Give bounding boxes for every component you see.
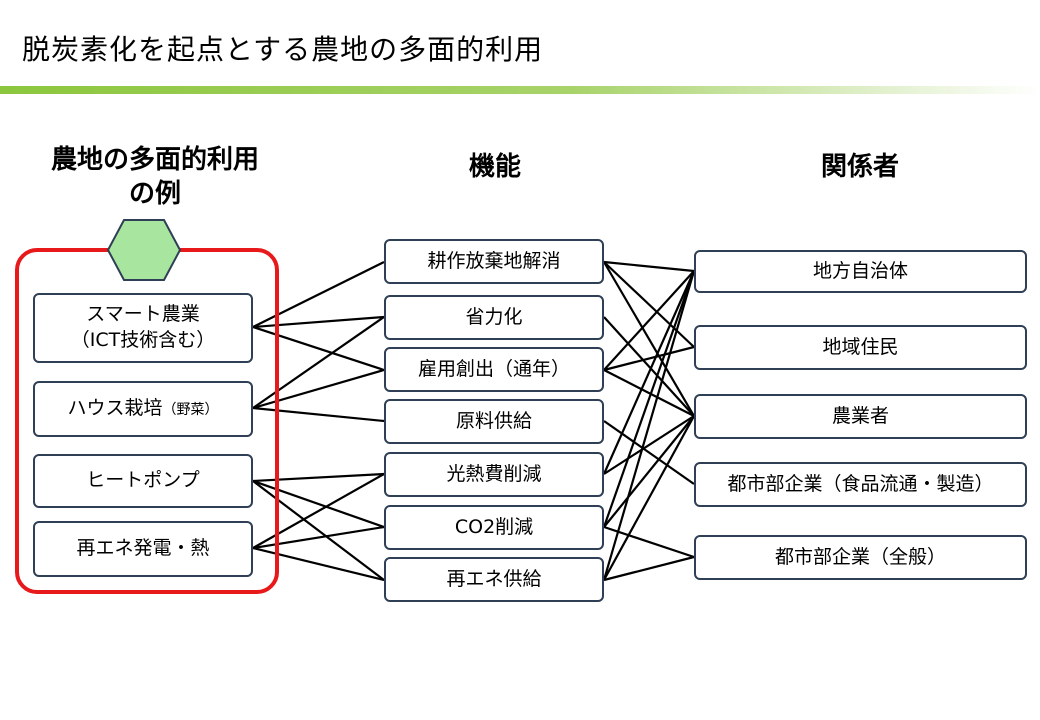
connector-example-function (252, 315, 385, 329)
connector-example-function (252, 261, 385, 328)
function-renewable-supply: 再エネ供給 (384, 557, 604, 602)
example-greenhouse-text: ハウス栽培（野菜） (67, 396, 218, 422)
example-label-sub: （野菜） (162, 402, 219, 419)
connector-example-function (252, 316, 385, 409)
example-greenhouse: ハウス栽培（野菜） (33, 381, 253, 437)
connector-function-stakeholder (603, 261, 695, 417)
function-abandoned-farmland: 耕作放棄地解消 (384, 239, 604, 284)
stakeholders-header: 関係者 (820, 152, 899, 182)
connector-function-stakeholder (602, 270, 696, 581)
connector-function-stakeholder (603, 270, 695, 371)
connector-example-function (252, 480, 385, 581)
connector-example-function (252, 473, 385, 549)
connector-example-function (252, 525, 385, 550)
example-label: スマート農業 (86, 303, 200, 326)
hexagon-marker (106, 219, 182, 281)
connector-function-stakeholder (602, 270, 696, 528)
connector-function-stakeholder (603, 420, 695, 485)
example-label: 再エネ発電・熱 (76, 537, 210, 560)
stakeholder-local-residents: 地域住民 (694, 325, 1027, 370)
stakeholder-local-government: 地方自治体 (694, 250, 1027, 293)
connector-function-stakeholder (603, 369, 695, 417)
example-label: ハウス栽培 (67, 397, 163, 420)
function-job-creation: 雇用創出（通年） (384, 347, 604, 392)
examples-header: 農地の多面的利用 の例 (20, 143, 290, 211)
connector-example-function (252, 472, 385, 483)
connector-function-stakeholder (603, 261, 695, 348)
connector-function-stakeholder (603, 415, 695, 581)
function-co2-reduction: CO2削減 (384, 505, 604, 550)
stakeholder-farmers: 農業者 (694, 394, 1027, 439)
stakeholder-urban-companies-general: 都市部企業（全般） (694, 535, 1027, 580)
example-label-sub: （ICT技術含む） (70, 329, 216, 351)
connector-function-stakeholder (603, 555, 695, 582)
function-raw-material-supply: 原料供給 (384, 399, 604, 444)
example-label: ヒートポンプ (86, 469, 200, 492)
connector-example-function (252, 406, 385, 423)
connector-function-stakeholder (603, 316, 695, 417)
connector-function-stakeholder (602, 270, 696, 475)
example-renewable-power-heat: 再エネ発電・熱 (33, 521, 253, 577)
functions-header: 機能 (468, 152, 521, 182)
connector-function-stakeholder (603, 415, 695, 475)
connector-example-function (252, 325, 385, 372)
examples-header-line1: 農地の多面的利用 (50, 145, 259, 175)
title-accent-bar (0, 86, 1040, 94)
connector-example-function (252, 546, 385, 582)
connector-function-stakeholder (603, 260, 695, 273)
example-smart-agriculture: スマート農業 （ICT技術含む） (33, 293, 253, 363)
function-utility-cost-reduction: 光熱費削減 (384, 452, 604, 497)
slide-title: 脱炭素化を起点とする農地の多面的利用 (22, 33, 544, 66)
connector-example-function (252, 368, 385, 410)
connector-example-function (252, 479, 385, 529)
connector-function-stakeholder (603, 415, 695, 528)
examples-header-line2: の例 (128, 179, 181, 209)
connector-function-stakeholder (603, 345, 695, 372)
example-heat-pump: ヒートポンプ (33, 454, 253, 508)
function-labor-saving: 省力化 (384, 295, 604, 340)
stakeholder-urban-food-companies: 都市部企業（食品流通・製造） (694, 462, 1027, 507)
